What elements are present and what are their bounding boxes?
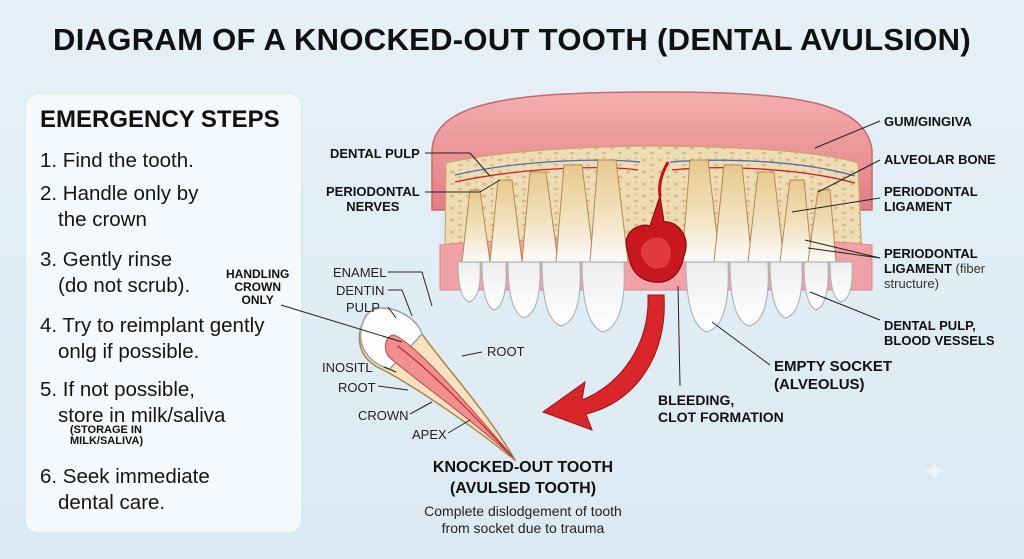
sparkle-icon: ✦ (922, 455, 948, 490)
trauma-arrow (541, 294, 665, 431)
periodontal-fiber-label: PERIODONTAL LIGAMENT (fiber structure) (884, 246, 986, 291)
step-5: 5. If not possible, store in milk/saliva (40, 378, 226, 427)
apex-label: APEX (412, 427, 447, 442)
root-top-label: ROOT (487, 344, 525, 359)
root-label: ROOT (338, 380, 376, 395)
diagram-title: DIAGRAM OF A KNOCKED-OUT TOOTH (DENTAL A… (53, 22, 971, 57)
dental-pulp-label: DENTAL PULP (330, 146, 420, 161)
periodontal-nerves-label: PERIODONTAL NERVES (326, 184, 420, 214)
step-2: 2. Handle only by the crown (40, 182, 199, 231)
blood-stream (658, 161, 670, 197)
storage-note: (STORAGE IN MILK/SALIVA) (70, 424, 144, 447)
teeth-crowns (457, 261, 853, 333)
empty-socket-label: EMPTY SOCKET (ALVEOLUS) (774, 358, 893, 393)
dentin-label: DENTIN (336, 283, 385, 298)
enamel-label: ENAMEL (333, 265, 387, 280)
teeth-roots-right (681, 159, 837, 263)
inositl-label: INOSITL (322, 360, 373, 375)
emergency-steps-panel: EMERGENCY STEPS 1. Find the tooth. 2. Ha… (26, 94, 301, 532)
bleeding-clot-label: BLEEDING, CLOT FORMATION (658, 392, 784, 425)
pulp-blood-vessels-label: DENTAL PULP, BLOOD VESSELS (884, 318, 995, 348)
periodontal-ligament-label: PERIODONTAL LIGAMENT (884, 184, 978, 214)
avulsed-tooth-caption: KNOCKED-OUT TOOTH (AVULSED TOOTH) (432, 459, 614, 497)
avulsed-tooth (358, 307, 517, 462)
step-4: 4. Try to reimplant gently onlg if possi… (40, 314, 265, 363)
step-1: 1. Find the tooth. (40, 149, 194, 172)
step-6: 6. Seek immediate dental care. (40, 465, 210, 514)
avulsed-tooth-description: Complete dislodgement of tooth from sock… (424, 503, 622, 536)
alveolar-bone-label: ALVEOLAR BONE (884, 152, 996, 167)
pulp-label: PULP (346, 300, 380, 315)
handling-crown-label: HANDLING CROWN ONLY (226, 267, 290, 307)
teeth-roots-left (461, 159, 629, 263)
crown-label: CROWN (358, 408, 409, 423)
gum-gingiva-label: GUM/GINGIVA (884, 114, 972, 129)
emergency-steps-heading: EMERGENCY STEPS (40, 106, 280, 133)
step-3: 3. Gently rinse (do not scrub). (40, 248, 191, 297)
